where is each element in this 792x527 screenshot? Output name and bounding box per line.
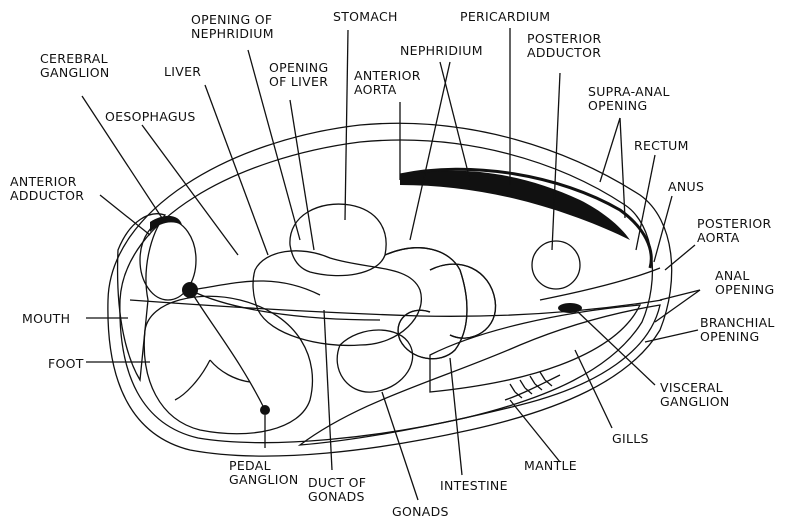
label-line: MOUTH [22, 311, 70, 326]
label-line: NEPHRIDIUM [191, 26, 274, 41]
label-line: GANGLION [229, 472, 299, 487]
label-nephridium: NEPHRIDIUM [400, 43, 483, 58]
label-line: PEDAL [229, 458, 271, 473]
label-line: AORTA [354, 82, 397, 97]
label-line: MANTLE [524, 458, 577, 473]
label-line: PERICARDIUM [460, 9, 550, 24]
stomach-shape [290, 204, 386, 276]
label-stomach: STOMACH [333, 9, 398, 24]
label-line: OPENING [269, 60, 328, 75]
label-line: ADDUCTOR [527, 45, 601, 60]
label-intestine: INTESTINE [440, 478, 508, 493]
label-line: OF LIVER [269, 74, 328, 89]
mantle-inner-line [130, 300, 662, 316]
label-line: ANTERIOR [10, 174, 77, 189]
pericardium-shape [400, 171, 630, 240]
label-line: GONADS [308, 489, 365, 504]
label-line: INTESTINE [440, 478, 508, 493]
nerve-system [175, 281, 582, 415]
label-mantle: MANTLE [524, 458, 577, 473]
label-line: AORTA [697, 230, 740, 245]
label-line: GANGLION [40, 65, 110, 80]
liver-shape [253, 251, 421, 346]
label-anus: ANUS [668, 179, 704, 194]
label-line: ANUS [668, 179, 704, 194]
label-line: GANGLION [660, 394, 730, 409]
label-line: OPENING [700, 329, 759, 344]
label-line: ADDUCTOR [10, 188, 84, 203]
label-line: GONADS [392, 504, 449, 519]
label-line: ANTERIOR [354, 68, 421, 83]
foot-shape [144, 296, 312, 434]
label-line: NEPHRIDIUM [400, 43, 483, 58]
label-mouth: MOUTH [22, 311, 70, 326]
label-line: RECTUM [634, 138, 689, 153]
label-line: CEREBRAL [40, 51, 108, 66]
label-line: POSTERIOR [697, 216, 771, 231]
visceral-mass-shape [300, 305, 660, 445]
gonads-shape [337, 330, 412, 392]
label-line: FOOT [48, 356, 84, 371]
label-line: OESOPHAGUS [105, 109, 196, 124]
posterior-aorta-shape [540, 268, 660, 300]
label-oesophagus: OESOPHAGUS [105, 109, 196, 124]
label-line: OPENING OF [191, 12, 272, 27]
posterior-adductor-muscle [532, 241, 580, 289]
label-line: STOMACH [333, 9, 398, 24]
label-line: LIVER [164, 64, 201, 79]
label-gills: GILLS [612, 431, 649, 446]
label-pericardium: PERICARDIUM [460, 9, 550, 24]
label-liver: LIVER [164, 64, 201, 79]
label-line: SUPRA-ANAL [588, 84, 670, 99]
label-gonads: GONADS [392, 504, 449, 519]
label-line: OPENING [715, 282, 774, 297]
label-line: DUCT OF [308, 475, 366, 490]
label-line: VISCERAL [660, 380, 723, 395]
label-line: OPENING [588, 98, 647, 113]
label-line: BRANCHIAL [700, 315, 775, 330]
label-rectum: RECTUM [634, 138, 689, 153]
label-line: POSTERIOR [527, 31, 601, 46]
intestine-loops [385, 248, 496, 359]
label-line: ANAL [715, 268, 750, 283]
label-line: GILLS [612, 431, 649, 446]
label-foot: FOOT [48, 356, 84, 371]
